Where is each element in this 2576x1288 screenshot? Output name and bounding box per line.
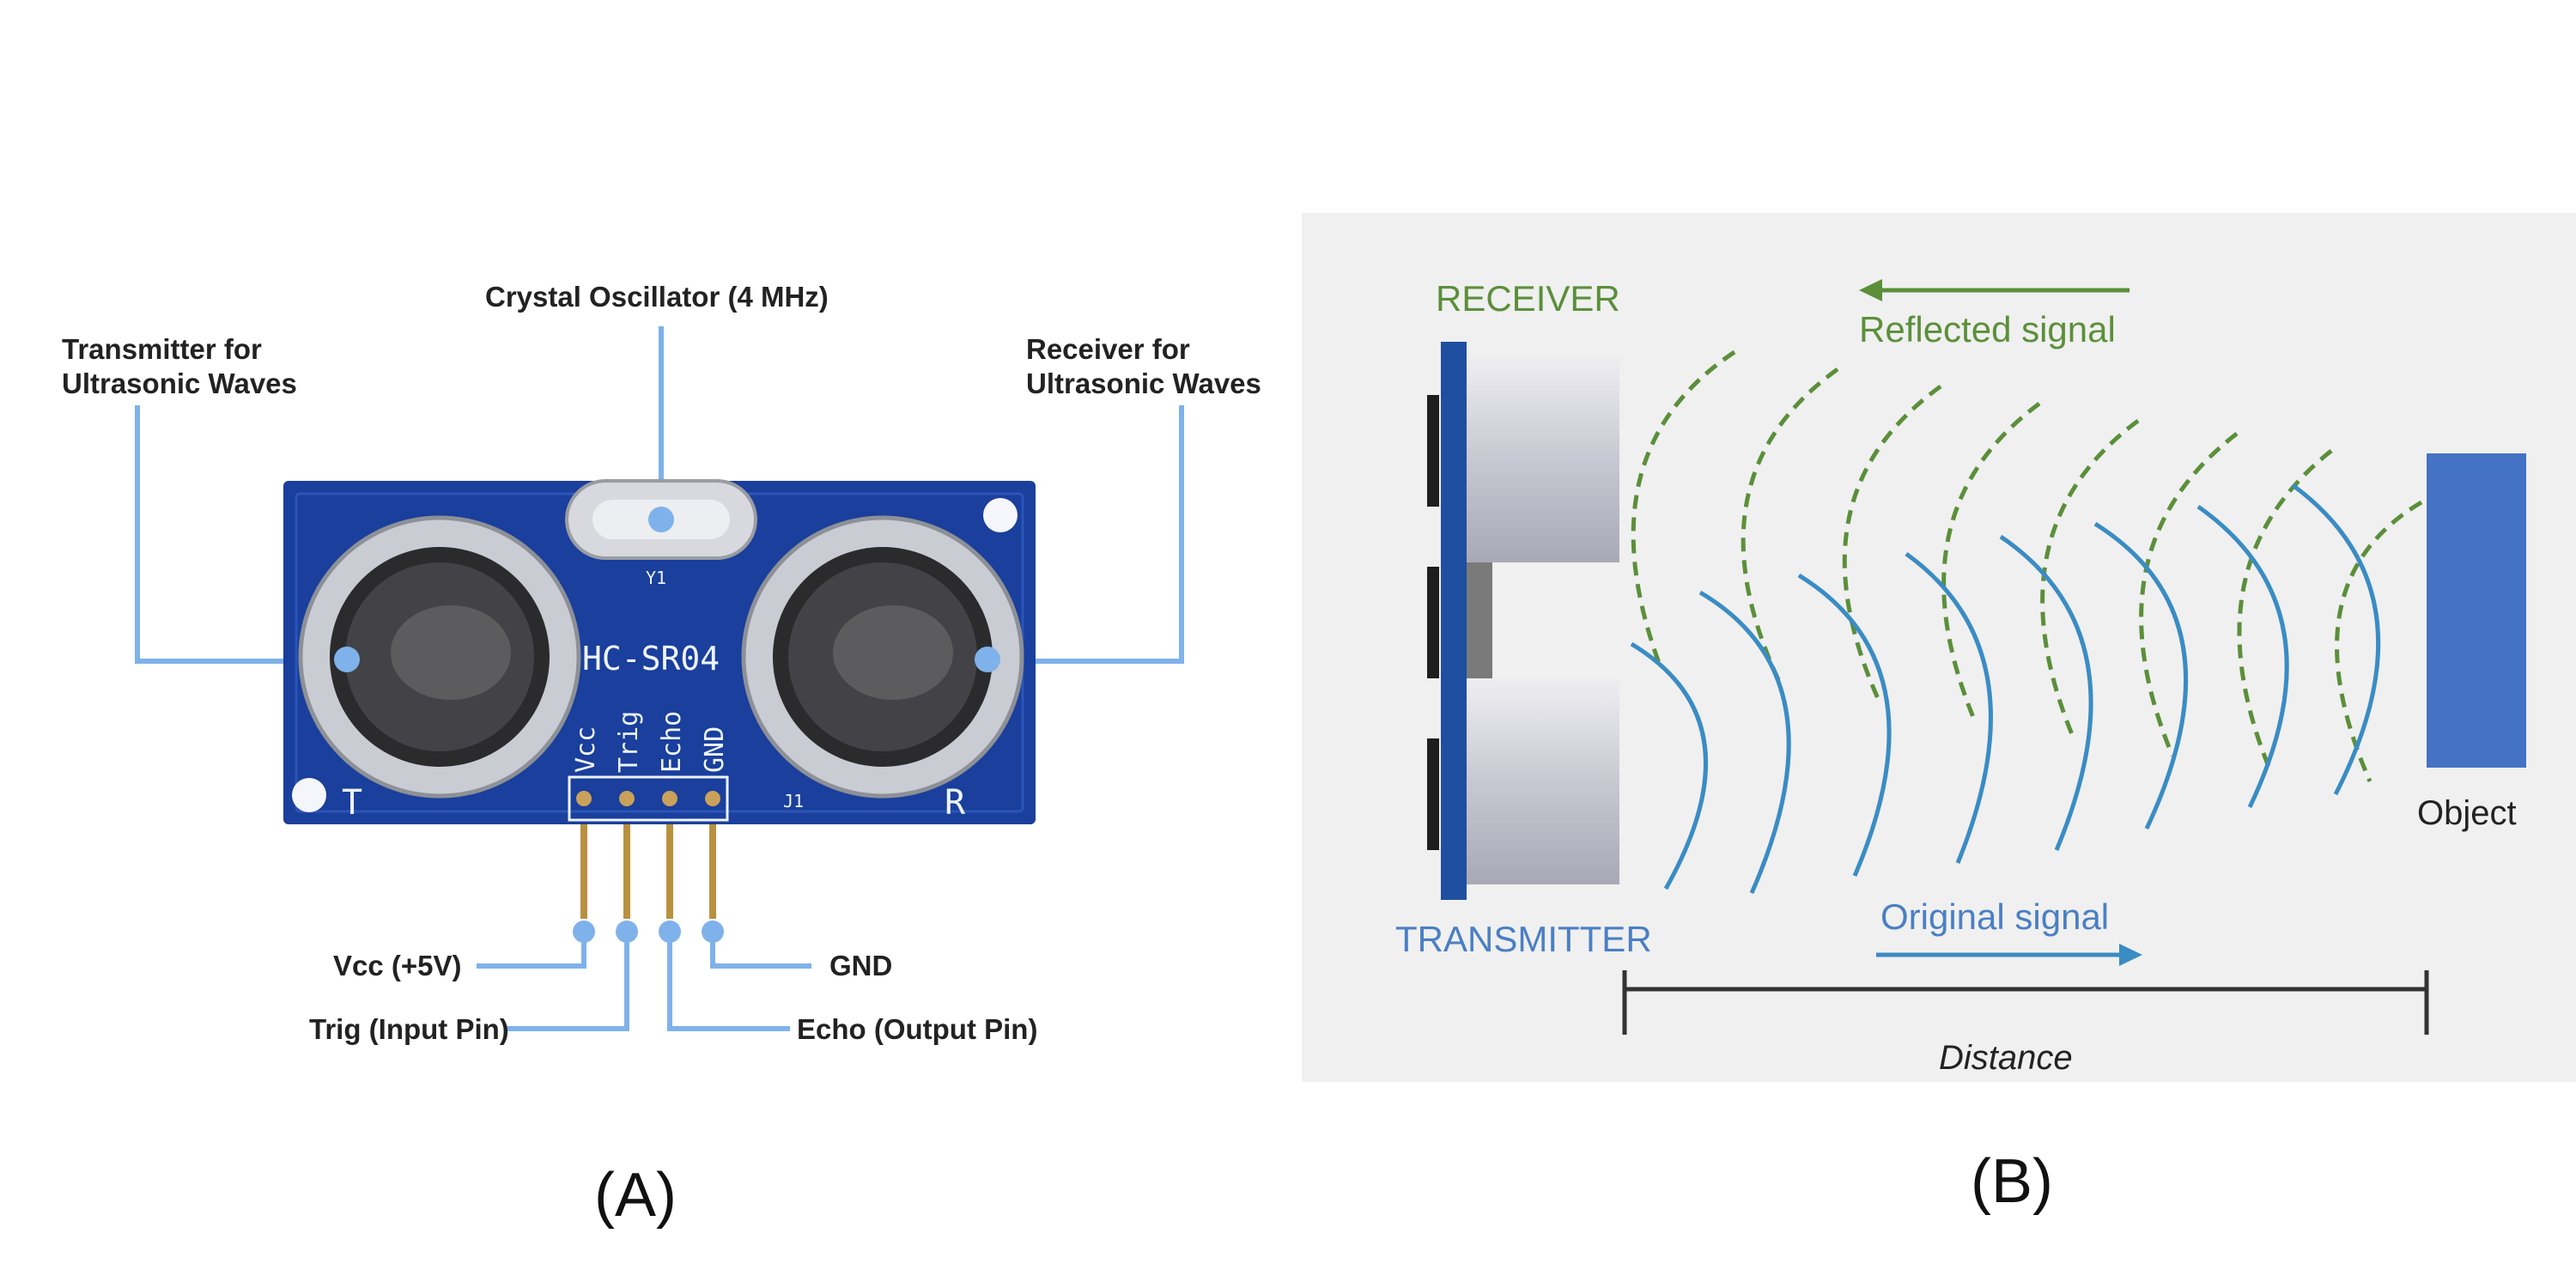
reflected-arrow-head xyxy=(1859,279,1882,301)
distance-bracket xyxy=(1622,970,2429,1035)
original-wave xyxy=(2196,504,2289,809)
trig-label: Trig (Input Pin) xyxy=(309,1013,509,1045)
reflected-wave xyxy=(1941,401,2041,722)
transmitter-leader xyxy=(135,405,343,664)
original-wave xyxy=(1999,534,2093,851)
crystal-label: Crystal Oscillator (4 MHz) xyxy=(485,281,829,313)
receiver-connector xyxy=(1427,395,1439,507)
echo-dot xyxy=(659,920,681,943)
pin-dots xyxy=(573,920,724,943)
reflected-wave xyxy=(1842,384,1942,706)
receiver-dot xyxy=(975,647,1000,672)
crystal-marking: Y1 xyxy=(646,568,666,588)
pin-label-vcc: Vcc xyxy=(571,726,601,773)
transmitter-transducer xyxy=(298,515,581,799)
transmitter-cylinder xyxy=(1467,678,1619,884)
original-label: Original signal xyxy=(1880,896,2109,937)
panel-b: Object RECEIVER Reflected signal TRANSMI… xyxy=(1302,213,2576,1216)
original-wave xyxy=(2291,483,2381,796)
original-wave xyxy=(1698,590,1791,895)
original-arrow-head xyxy=(2119,944,2142,966)
reflected-wave xyxy=(2335,500,2423,782)
original-wave xyxy=(1905,551,1993,864)
sensor-pcb-side xyxy=(1441,342,1467,900)
receiver-cylinder xyxy=(1467,356,1619,562)
reflected-wave xyxy=(2237,449,2333,774)
reflected-wave xyxy=(1631,349,1736,671)
echo-leader xyxy=(667,932,790,1031)
pin-label-echo: Echo xyxy=(657,711,687,773)
distance-label: Distance xyxy=(1939,1039,2073,1077)
transmitter-dot xyxy=(334,647,360,672)
echo-label: Echo (Output Pin) xyxy=(797,1013,1037,1045)
transmitter-label: TRANSMITTER xyxy=(1395,919,1652,959)
original-wave xyxy=(1797,573,1892,877)
receiver-label-line2: Ultrasonic Waves xyxy=(1026,368,1261,399)
vcc-dot xyxy=(573,920,595,943)
gnd-leader xyxy=(710,932,811,969)
receiver-leader xyxy=(987,405,1184,664)
left-marking: T xyxy=(342,783,362,823)
receiver-label-line1: Receiver for xyxy=(1026,333,1190,365)
right-marking: R xyxy=(945,783,966,823)
header-marking: J1 xyxy=(783,791,804,811)
original-waves xyxy=(1630,483,2381,895)
transmitter-label-line1: Transmitter for xyxy=(62,333,262,365)
vcc-leader xyxy=(477,932,586,969)
middle-connector xyxy=(1427,567,1439,678)
mounting-hole-bottom-left xyxy=(292,778,326,812)
pin-legs xyxy=(580,824,716,919)
original-wave xyxy=(1630,641,1708,890)
trig-leader xyxy=(507,932,629,1031)
pin-label-gnd: GND xyxy=(700,726,730,773)
object-block xyxy=(2427,453,2526,768)
gnd-label: GND xyxy=(829,950,892,981)
leader-lines xyxy=(135,326,1184,1031)
board-model: HC-SR04 xyxy=(582,640,720,677)
reflected-wave xyxy=(2139,432,2239,756)
mounting-hole-top-right xyxy=(983,498,1018,532)
receiver-transducer xyxy=(741,515,1024,799)
trig-dot xyxy=(616,920,638,943)
vcc-label: Vcc (+5V) xyxy=(333,950,462,981)
original-wave xyxy=(2093,521,2189,830)
receiver-label: RECEIVER xyxy=(1436,278,1620,319)
object-label: Object xyxy=(2417,794,2517,832)
transmitter-connector xyxy=(1427,738,1439,850)
pin-header-pins xyxy=(576,791,720,806)
panel-a: HC-SR04 Y1 J1 T R Vcc Trig Echo GND Crys… xyxy=(62,281,1261,1230)
gnd-dot xyxy=(702,920,724,943)
pin-header-outline xyxy=(568,775,729,822)
reflected-waves xyxy=(1631,349,2423,782)
caption-a: (A) xyxy=(594,1161,677,1230)
reflected-label: Reflected signal xyxy=(1859,309,2116,349)
crystal-dot xyxy=(648,507,674,532)
reflected-wave xyxy=(2040,418,2140,739)
caption-b: (B) xyxy=(1971,1147,2053,1216)
reflected-wave xyxy=(1741,367,1839,689)
crystal-side xyxy=(1467,556,1492,685)
transmitter-label-line2: Ultrasonic Waves xyxy=(62,368,297,399)
pin-label-trig: Trig xyxy=(614,711,644,773)
